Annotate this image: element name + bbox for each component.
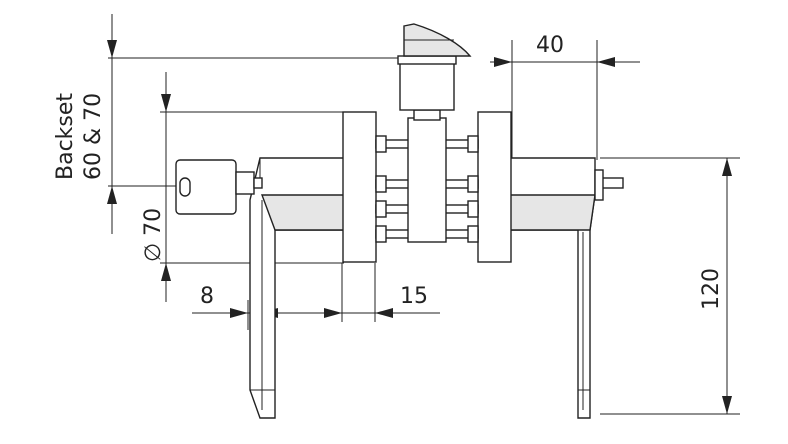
backset-label-line2: 60 & 70 (81, 93, 106, 180)
rose-flanges (342, 111, 512, 263)
left-lever-handle (249, 157, 346, 419)
dim-120-label: 120 (699, 268, 724, 310)
dim-8-label: 8 (200, 284, 214, 309)
lock-cylinder (397, 23, 472, 243)
dimension-labels: Backset 60 & 70 ∅ 70 40 120 8 15 (53, 33, 724, 310)
diameter-label: ∅ 70 (141, 208, 166, 262)
dim-40-label: 40 (536, 33, 564, 58)
key-icon (175, 159, 263, 215)
right-lever-handle (499, 157, 624, 419)
dimension-arrows (107, 40, 732, 414)
backset-label-line1: Backset (53, 93, 78, 180)
dim-15-label: 15 (400, 284, 428, 309)
